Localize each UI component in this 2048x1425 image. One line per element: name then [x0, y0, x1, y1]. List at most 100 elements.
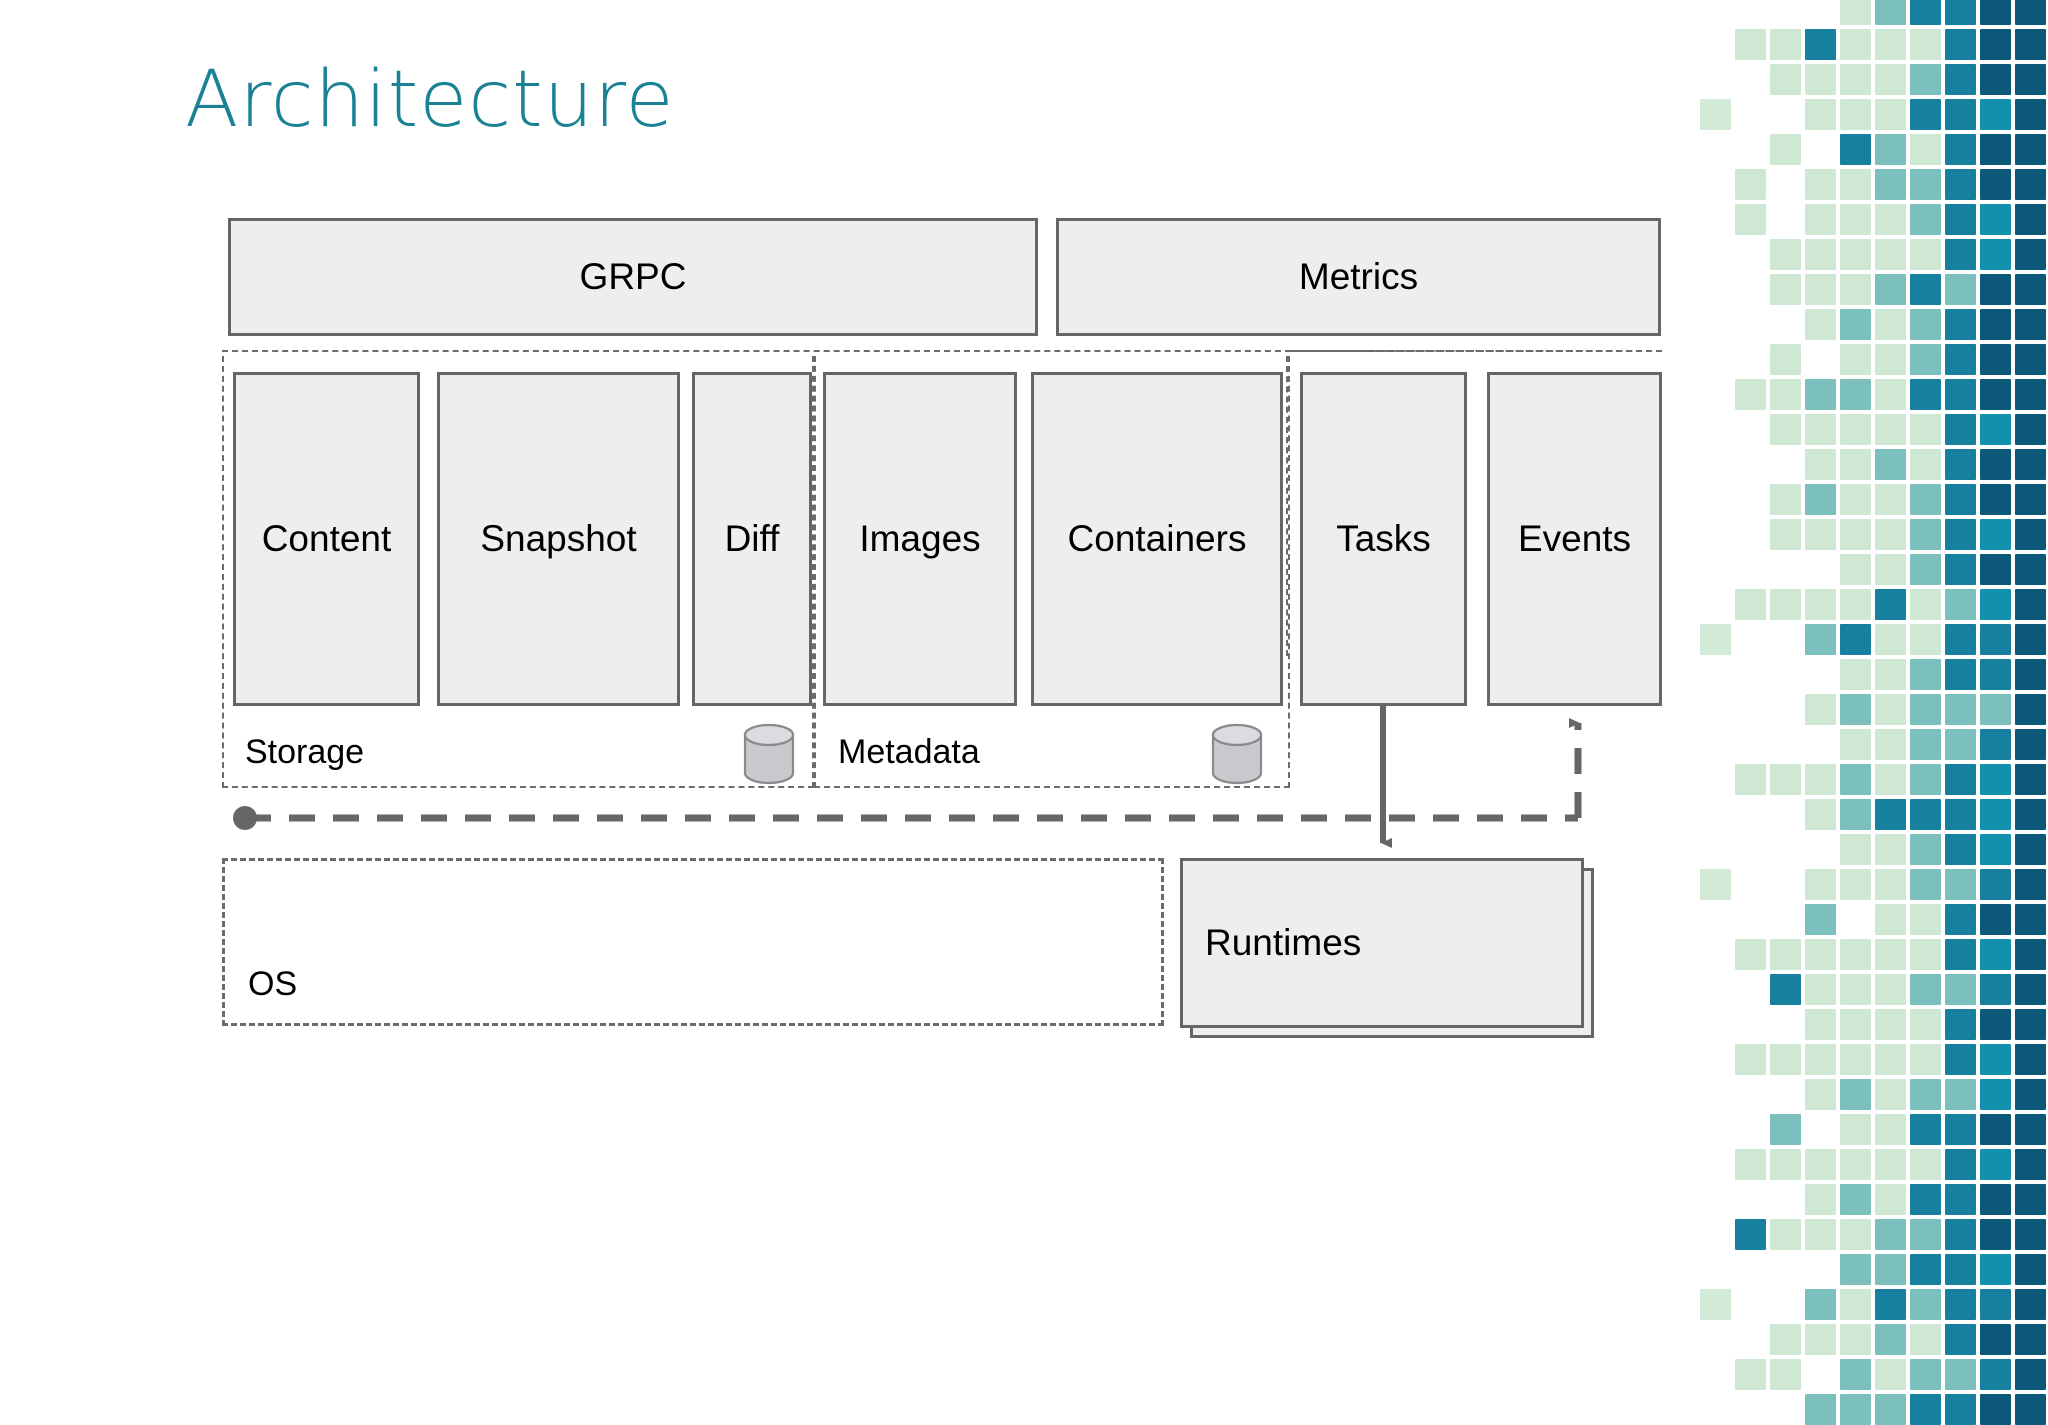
mosaic-cell	[1840, 309, 1871, 340]
mosaic-cell	[1875, 1114, 1906, 1145]
mosaic-cell	[1805, 64, 1836, 95]
mosaic-cell	[1910, 1359, 1941, 1390]
content-box[interactable]: Content	[233, 372, 420, 706]
mosaic-cell	[1910, 169, 1941, 200]
mosaic-cell	[1805, 274, 1836, 305]
mosaic-cell	[1875, 204, 1906, 235]
mosaic-cell	[1875, 169, 1906, 200]
mosaic-cell	[1945, 1114, 1976, 1145]
mosaic-cell	[1735, 1219, 1766, 1250]
mosaic-cell	[1840, 344, 1871, 375]
mosaic-cell	[1840, 869, 1871, 900]
grpc-box[interactable]: GRPC	[228, 218, 1038, 336]
mosaic-cell	[1805, 29, 1836, 60]
mosaic-cell	[1945, 659, 1976, 690]
mosaic-cell	[1805, 939, 1836, 970]
mosaic-cell	[1840, 1289, 1871, 1320]
mosaic-cell	[1910, 554, 1941, 585]
mosaic-cell	[2015, 274, 2046, 305]
mosaic-cell	[1980, 589, 2011, 620]
mosaic-cell	[1735, 1044, 1766, 1075]
mosaic-cell	[1945, 64, 1976, 95]
mosaic-cell	[1735, 204, 1766, 235]
diff-box[interactable]: Diff	[692, 372, 812, 706]
mosaic-cell	[1980, 169, 2011, 200]
mosaic-cell	[1910, 1289, 1941, 1320]
mosaic-cell	[2015, 449, 2046, 480]
mosaic-cell	[1805, 869, 1836, 900]
mosaic-cell	[1910, 1079, 1941, 1110]
containers-box[interactable]: Containers	[1031, 372, 1283, 706]
mosaic-cell	[1875, 449, 1906, 480]
mosaic-cell	[1980, 484, 2011, 515]
mosaic-cell	[1980, 204, 2011, 235]
mosaic-cell	[1805, 1324, 1836, 1355]
mosaic-cell	[1980, 729, 2011, 760]
mosaic-cell	[1840, 484, 1871, 515]
snapshot-box[interactable]: Snapshot	[437, 372, 680, 706]
mosaic-cell	[1910, 239, 1941, 270]
mosaic-cell	[1945, 1254, 1976, 1285]
mosaic-cell	[1945, 1044, 1976, 1075]
tasks-box[interactable]: Tasks	[1300, 372, 1467, 706]
mosaic-cell	[1945, 799, 1976, 830]
mosaic-cell	[1875, 1324, 1906, 1355]
mosaic-cell	[1945, 939, 1976, 970]
metadata-group	[814, 356, 1290, 788]
mosaic-cell	[1840, 449, 1871, 480]
mosaic-cell	[1875, 659, 1906, 690]
mosaic-cell	[1805, 1289, 1836, 1320]
mosaic-cell	[2015, 99, 2046, 130]
mosaic-cell	[1840, 204, 1871, 235]
mosaic-cell	[1805, 169, 1836, 200]
mosaic-cell	[1945, 379, 1976, 410]
mosaic-cell	[1875, 1394, 1906, 1425]
mosaic-cell	[2015, 1079, 2046, 1110]
diff-label: Diff	[724, 518, 780, 559]
mosaic-cell	[1875, 274, 1906, 305]
mosaic-cell	[2015, 1254, 2046, 1285]
mosaic-cell	[1875, 1044, 1906, 1075]
mosaic-cell	[1945, 169, 1976, 200]
mosaic-cell	[1910, 414, 1941, 445]
mosaic-cell	[1805, 624, 1836, 655]
images-box[interactable]: Images	[823, 372, 1017, 706]
mosaic-cell	[2015, 799, 2046, 830]
os-group-label: OS	[248, 965, 298, 1003]
mosaic-cell	[1875, 1009, 1906, 1040]
mosaic-cell	[1910, 449, 1941, 480]
mosaic-cell	[1840, 1254, 1871, 1285]
mosaic-cell	[2015, 309, 2046, 340]
mosaic-cell	[1945, 1324, 1976, 1355]
images-label: Images	[859, 518, 981, 559]
mosaic-cell	[1945, 309, 1976, 340]
mosaic-cell	[1840, 1009, 1871, 1040]
page-title: Architecture	[185, 55, 675, 145]
database-cylinder-icon	[743, 723, 795, 785]
mosaic-cell	[1980, 64, 2011, 95]
runtimes-box[interactable]: Runtimes	[1180, 858, 1584, 1028]
mosaic-cell	[1735, 29, 1766, 60]
mosaic-cell	[2015, 659, 2046, 690]
mosaic-cell	[1840, 589, 1871, 620]
mosaic-cell	[1910, 309, 1941, 340]
mosaic-cell	[1840, 554, 1871, 585]
mosaic-cell	[1840, 414, 1871, 445]
mosaic-cell	[1770, 1149, 1801, 1180]
runtimes-label: Runtimes	[1205, 922, 1362, 963]
mosaic-cell	[1980, 1359, 2011, 1390]
decorative-pixel-mosaic	[1700, 0, 2048, 1425]
mosaic-cell	[1805, 99, 1836, 130]
events-box[interactable]: Events	[1487, 372, 1662, 706]
mosaic-cell	[1840, 1184, 1871, 1215]
mosaic-cell	[2015, 694, 2046, 725]
metrics-box[interactable]: Metrics	[1056, 218, 1661, 336]
mosaic-cell	[1945, 694, 1976, 725]
mosaic-cell	[1805, 764, 1836, 795]
mosaic-cell	[2015, 414, 2046, 445]
mosaic-cell	[1875, 1254, 1906, 1285]
mosaic-cell	[1805, 799, 1836, 830]
mosaic-cell	[1980, 1184, 2011, 1215]
mosaic-cell	[1945, 1359, 1976, 1390]
mosaic-cell	[1875, 974, 1906, 1005]
